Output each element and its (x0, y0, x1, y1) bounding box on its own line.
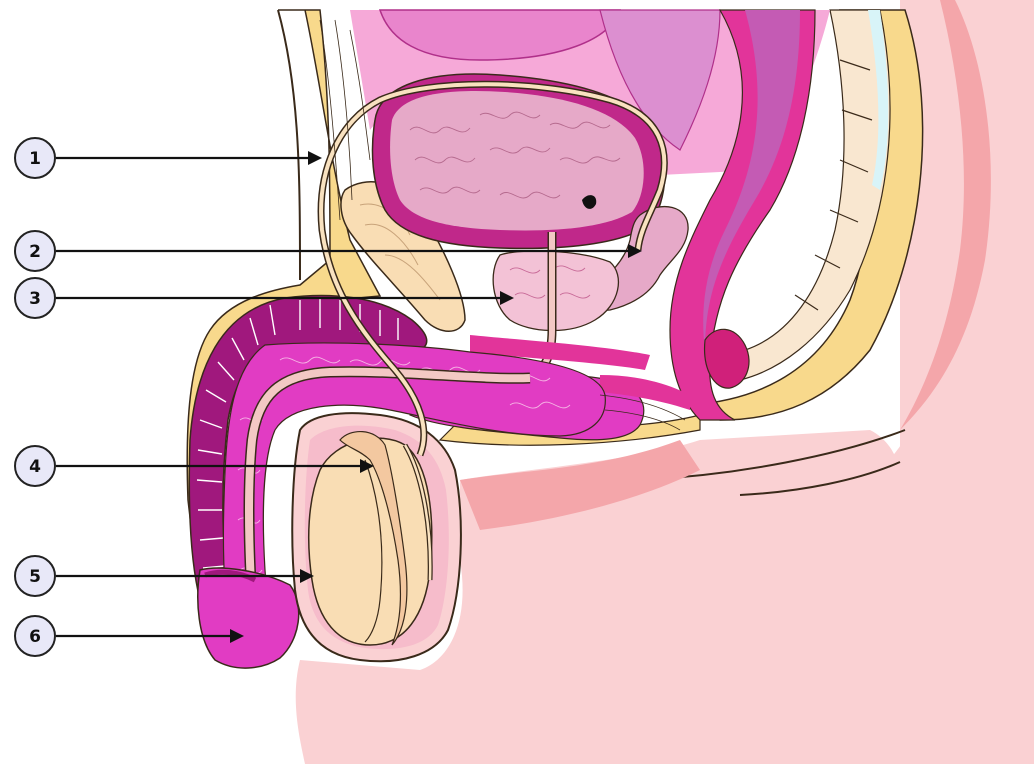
callout-number-4: 4 (29, 457, 41, 477)
callout-1: 1 (15, 138, 322, 178)
callout-number-2: 2 (29, 242, 41, 262)
callout-number-5: 5 (29, 567, 41, 587)
glans-penis (198, 568, 299, 668)
callout-arrowhead-1 (308, 151, 322, 165)
callout-number-1: 1 (29, 149, 41, 169)
fat-layer-front-edge (278, 10, 300, 280)
anal-sphincter (705, 329, 749, 388)
callout-number-6: 6 (29, 627, 41, 647)
callout-number-3: 3 (29, 289, 41, 309)
